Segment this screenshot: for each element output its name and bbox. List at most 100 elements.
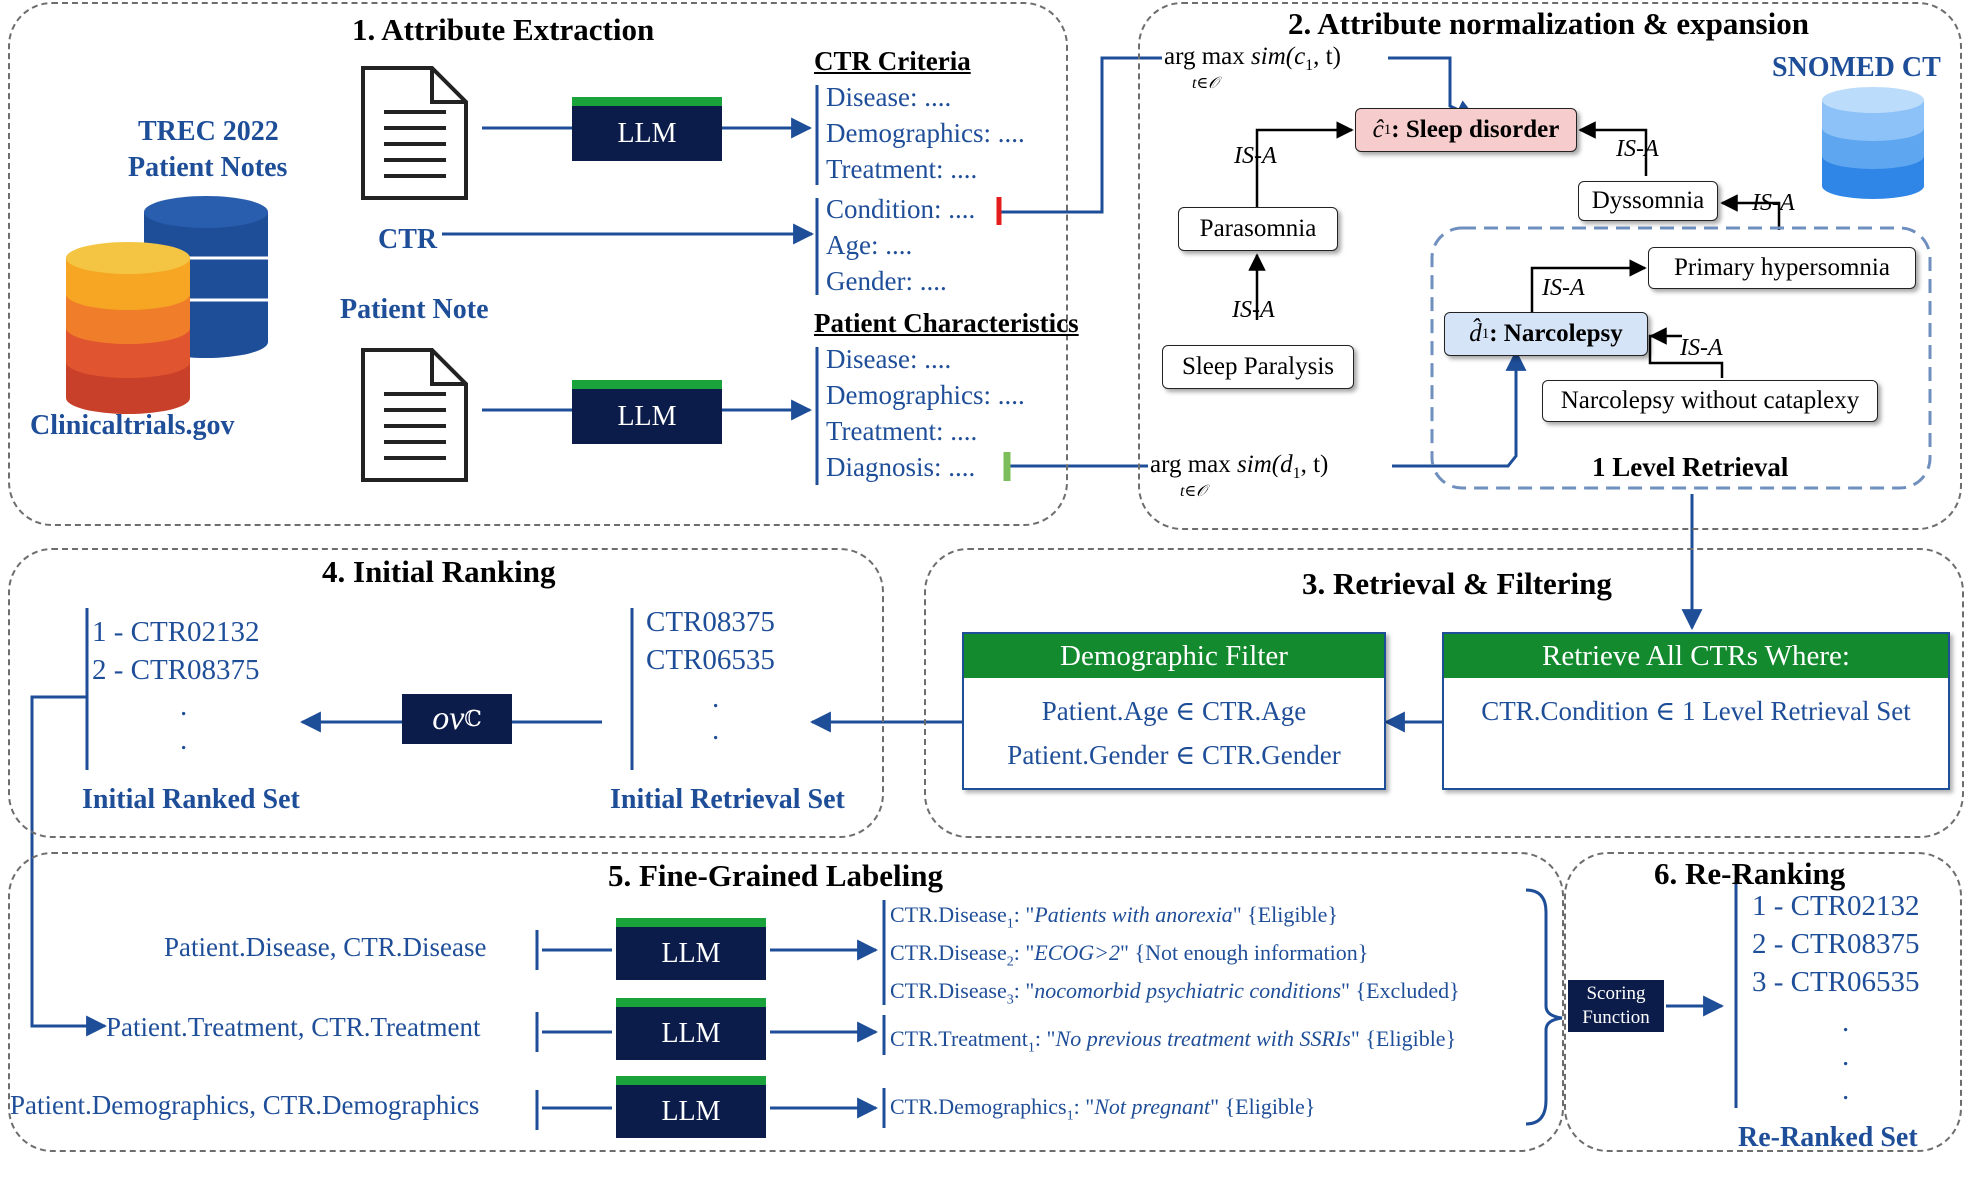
reranked-label: Re-Ranked Set	[1738, 1122, 1918, 1153]
labeling-output-demographics-1-field: CTR.Demographics	[890, 1094, 1067, 1119]
llm-block-ctr: LLM	[572, 97, 722, 161]
ctr-criteria-title: CTR Criteria	[814, 46, 971, 76]
ctr-label: CTR	[378, 224, 438, 255]
initial-ranked-item-4: .	[180, 724, 188, 756]
labeling-output-disease-3-sub: 3	[1006, 992, 1014, 1008]
demographic-filter-title: Demographic Filter	[964, 634, 1384, 678]
labeling-input-disease: Patient.Disease, CTR.Disease	[164, 932, 487, 962]
labeling-output-treatment-1: CTR.Treatment1: "No previous treatment w…	[890, 1026, 1457, 1056]
title-re-ranking: 6. Re-Ranking	[1654, 856, 1846, 891]
ov-operator-sub: ℂ	[464, 706, 482, 731]
argmax-d-sim: sim(d	[1237, 451, 1293, 478]
labeling-input-treatment: Patient.Treatment, CTR.Treatment	[106, 1012, 481, 1042]
patient-note-document-icon	[361, 348, 468, 482]
ctr-criteria-treatment: Treatment: ....	[826, 154, 978, 184]
initial-retrieval-label: Initial Retrieval Set	[610, 784, 845, 815]
trec-label-line1: TREC 2022	[138, 116, 279, 147]
labeling-output-demographics-1-label: {Eligible}	[1224, 1094, 1316, 1119]
labeling-output-disease-1-sub: 1	[1006, 916, 1014, 932]
labeling-output-disease-2-label: {Not enough information}	[1134, 940, 1369, 965]
snomed-label: SNOMED CT	[1772, 52, 1941, 83]
isa-primary	[1720, 194, 1781, 230]
patient-note-label: Patient Note	[340, 294, 489, 325]
node-primary-hypersomnia: Primary hypersomnia	[1648, 247, 1916, 289]
ctr-criteria-disease: Disease: ....	[826, 82, 952, 112]
argmax-d-sub: 1	[1292, 465, 1301, 482]
panel-normalization	[1138, 2, 1962, 530]
argmax-c-op: arg max	[1164, 43, 1245, 70]
patient-characteristics-title: Patient Characteristics	[814, 308, 1079, 338]
isa-parasomnia	[1255, 121, 1354, 208]
panel-attribute-extraction	[8, 2, 1068, 526]
patient-char-demographics: Demographics: ....	[826, 380, 1025, 410]
node-parasomnia: Parasomnia	[1178, 207, 1338, 251]
labeling-output-disease-3-field: CTR.Disease	[890, 978, 1007, 1003]
retrieve-box-title: Retrieve All CTRs Where:	[1444, 634, 1948, 678]
level-retrieval-label: 1 Level Retrieval	[1592, 452, 1789, 482]
patient-char-diagnosis: Diagnosis: ....	[826, 452, 976, 482]
labeling-output-treatment-1-label: {Eligible}	[1365, 1026, 1457, 1051]
panel-initial-ranking	[8, 548, 884, 838]
labeling-output-disease-2-text: ECOG>2	[1034, 940, 1121, 965]
argmax-d-tail: , t)	[1300, 451, 1329, 478]
reranked-item-5: .	[1842, 1040, 1850, 1072]
initial-ranked-label: Initial Ranked Set	[82, 784, 300, 815]
node-sleep-disorder-symbol: ĉ	[1372, 116, 1384, 143]
node-narcolepsy: d̂1: Narcolepsy	[1444, 312, 1648, 356]
argmax-c-under: t∈𝒪	[1192, 75, 1219, 92]
demographic-filter-box: Demographic Filter Patient.Age ∈ CTR.Age…	[962, 632, 1386, 790]
retrieve-box: Retrieve All CTRs Where: CTR.Condition ∈…	[1442, 632, 1950, 790]
reranked-item-6: .	[1842, 1074, 1850, 1106]
reranked-item-4: .	[1842, 1006, 1850, 1038]
isa-label-sleep-paralysis: IS-A	[1232, 297, 1275, 323]
node-narcolepsy-symbol: d̂	[1469, 320, 1482, 347]
demographic-rule-age: Patient.Age ∈ CTR.Age	[1041, 696, 1307, 726]
isa-label-parasomnia: IS-A	[1234, 143, 1277, 169]
labeling-output-treatment-1-text: No previous treatment with SSRIs	[1055, 1026, 1351, 1051]
labeling-output-disease-2-sub: 2	[1006, 954, 1014, 970]
labeling-output-disease-3-label: {Excluded}	[1355, 978, 1460, 1003]
isa-label-narc-without: IS-A	[1680, 335, 1723, 361]
labeling-output-disease-1: CTR.Disease1: "Patients with anorexia" {…	[890, 902, 1338, 932]
labeling-output-disease-2-field: CTR.Disease	[890, 940, 1007, 965]
llm-block-disease: LLM	[616, 918, 766, 980]
labeling-output-disease-2: CTR.Disease2: "ECOG>2" {Not enough infor…	[890, 940, 1369, 970]
title-initial-ranking: 4. Initial Ranking	[322, 554, 556, 589]
labeling-output-treatment-1-field: CTR.Treatment	[890, 1026, 1028, 1051]
reranked-item-1: 1 - CTR02132	[1752, 890, 1920, 922]
node-narcolepsy-without-cataplexy: Narcolepsy without cataplexy	[1542, 380, 1878, 422]
ctr-field-condition: Condition: ....	[826, 194, 976, 224]
isa-dyssomnia	[1578, 121, 1648, 176]
ctr-criteria-demographics: Demographics: ....	[826, 118, 1025, 148]
llm-block-treatment: LLM	[616, 998, 766, 1060]
llm-block-demographics: LLM	[616, 1076, 766, 1138]
argmax-d-op: arg max	[1150, 451, 1231, 478]
demographic-rule-gender: Patient.Gender ∈ CTR.Gender	[1007, 740, 1341, 770]
argmax-c-tail: , t)	[1313, 43, 1341, 70]
scoring-function-box: Scoring Function	[1568, 980, 1664, 1032]
isa-label-primary: IS-A	[1542, 275, 1585, 301]
initial-ranked-item-3: .	[180, 690, 188, 722]
panel-retrieval-filtering	[924, 548, 1964, 838]
node-sleep-disorder-label: : Sleep disorder	[1391, 116, 1560, 143]
title-attribute-extraction: 1. Attribute Extraction	[352, 12, 655, 47]
ov-operator: ov	[432, 700, 465, 737]
level-retrieval-box	[1430, 226, 1932, 490]
labeling-output-demographics-1-text: Not pregnant	[1094, 1094, 1211, 1119]
isa-label-dyssomnia: IS-A	[1616, 136, 1659, 162]
labeling-output-disease-1-label: {Eligible}	[1247, 902, 1338, 927]
initial-retrieval-item-1: CTR08375	[646, 606, 775, 638]
labeling-output-treatment-1-sub: 1	[1027, 1040, 1035, 1056]
labeling-output-disease-3: CTR.Disease3: "nocomorbid psychiatric co…	[890, 978, 1460, 1008]
labeling-output-disease-3-text: nocomorbid psychiatric conditions	[1034, 978, 1342, 1003]
argmax-c-formula: arg max sim(c1, t)	[1164, 44, 1341, 74]
node-narcolepsy-sub: 1	[1481, 325, 1490, 342]
labeling-input-demographics: Patient.Demographics, CTR.Demographics	[10, 1090, 480, 1120]
labeling-output-demographics-1: CTR.Demographics1: "Not pregnant" {Eligi…	[890, 1094, 1316, 1124]
panel-fine-grained-labeling	[8, 852, 1564, 1152]
reranked-item-2: 2 - CTR08375	[1752, 928, 1920, 960]
panel-re-ranking	[1564, 852, 1962, 1152]
